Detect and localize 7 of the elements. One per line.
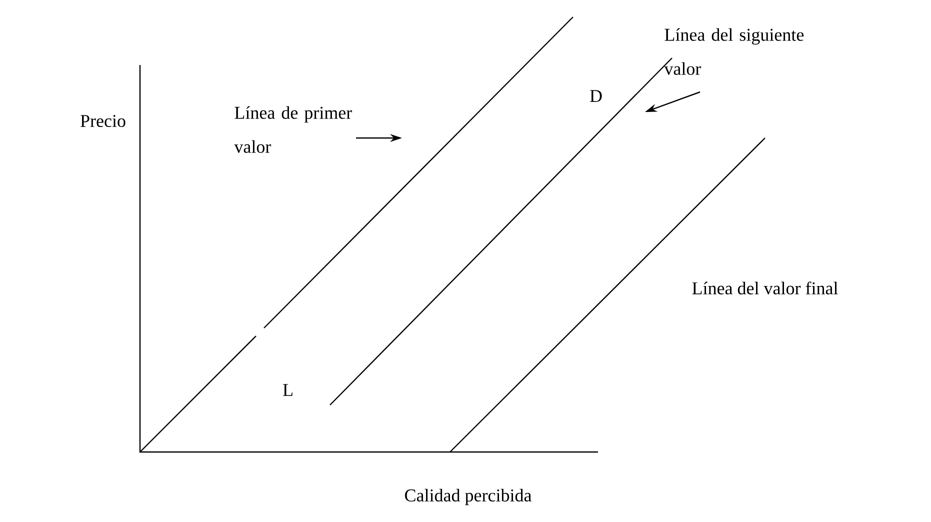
axis-label: L xyxy=(283,384,292,396)
axis-label: D xyxy=(590,90,602,102)
line-label: Línea de primer valor xyxy=(234,106,352,153)
axis-label: Calidad percibida xyxy=(405,488,532,506)
axis-label: Línea del valor final xyxy=(692,282,838,294)
axis-label: Precio xyxy=(80,114,126,128)
line-label: Línea del siguiente valor xyxy=(664,28,804,75)
